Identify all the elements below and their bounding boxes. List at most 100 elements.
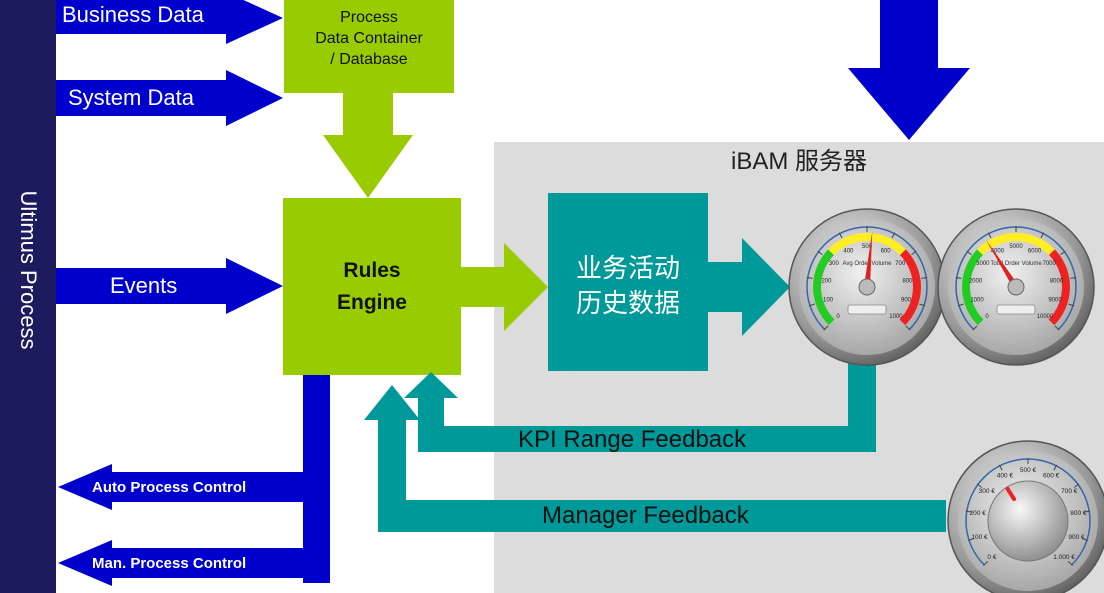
pdc-line-1: Process — [340, 9, 398, 26]
rules-engine-line-1: Rules — [343, 259, 401, 282]
manual-process-control-arrow — [58, 540, 330, 586]
history-to-gauge-arrow — [708, 238, 790, 336]
gauge-title: Total Order Volume — [990, 261, 1042, 267]
dial-tick — [1084, 510, 1091, 513]
dial-layer: 0 €100 €200 €300 €400 €500 €600 €700 €80… — [947, 440, 1104, 593]
dial-tick — [1067, 560, 1073, 566]
rules-engine-line-2: Engine — [336, 290, 407, 314]
gauge-tick — [911, 250, 917, 256]
events-arrow — [56, 258, 283, 314]
gauge-range-band — [828, 233, 906, 256]
auto-process-control-arrow — [58, 464, 330, 510]
auto-process-control-label: Auto Process Control — [92, 479, 247, 496]
gauge-hub — [858, 278, 876, 296]
gauge-tick — [919, 303, 926, 307]
gauge-tick — [1054, 325, 1060, 331]
ibam-server-title: iBAM 服务器 — [730, 148, 867, 175]
manual-process-control-label: Man. Process Control — [92, 555, 247, 572]
dial-knob[interactable] — [987, 480, 1069, 562]
gauge-tick-label: 700 — [895, 261, 906, 267]
gauge-hub — [1007, 278, 1025, 296]
dial-tick-label: 200 € — [969, 510, 986, 517]
gauge-tick — [957, 303, 964, 307]
system-data-label: System Data — [68, 85, 194, 110]
gauge-tick — [987, 232, 992, 239]
gauge-tick-label: 800 — [902, 279, 913, 285]
gauge-tick — [972, 325, 978, 331]
gauge-tick — [921, 276, 928, 279]
gauge-total-order-volume: 0100020003000400050006000700080009000100… — [937, 208, 1095, 366]
gauge-tick-label: 5000 — [1009, 244, 1023, 250]
gauge-tick — [808, 303, 815, 307]
events-label: Events — [110, 273, 178, 298]
dial-tick-label: 100 € — [971, 534, 988, 541]
gauge-needle — [985, 239, 1019, 289]
engine-to-history-arrow — [461, 243, 548, 331]
rules-engine-box — [283, 198, 461, 375]
dial-pointer — [1005, 486, 1017, 502]
gauge-tick-label: 1000 — [889, 314, 903, 320]
gauge-tick-label: 7000 — [1042, 261, 1056, 267]
gauge-tick — [806, 276, 813, 279]
process-data-container-box — [284, 0, 454, 93]
activity-history-line-1: 业务活动 — [575, 253, 680, 283]
container-to-engine-arrow — [323, 93, 413, 198]
business-data-arrow — [56, 0, 283, 44]
gauge-tick — [955, 276, 962, 279]
dial-tick — [1082, 538, 1089, 541]
dial-tick — [967, 538, 974, 541]
process-data-container-label: Process Data Container / Database — [284, 8, 454, 70]
gauge-tick-label: 10000 — [1037, 314, 1054, 320]
pdc-line-2: Data Container — [315, 29, 423, 47]
gauge-tick-label: 400 — [843, 248, 854, 254]
gauge-range-band — [977, 233, 1055, 256]
dial-tick-label: 1.000 € — [1053, 554, 1075, 561]
gauge-tick-label: 2000 — [969, 279, 983, 285]
gauge-tick — [966, 250, 972, 256]
gauge-tick-label: 0 — [985, 314, 989, 320]
gauge-tick-label: 3000 — [976, 261, 990, 267]
gauge-tick-label: 600 — [881, 248, 892, 254]
system-data-arrow — [56, 70, 283, 126]
gauge-tick — [891, 232, 896, 239]
gauge-tick — [1070, 276, 1077, 279]
dial-tick-label: 700 € — [1061, 488, 1078, 495]
gauge-range-band — [962, 249, 984, 326]
activity-history-box — [548, 193, 708, 371]
kpi-range-feedback-label: KPI Range Feedback — [518, 426, 747, 453]
gauge-odometer — [996, 304, 1036, 315]
gauge-odometer — [847, 304, 887, 315]
gauge-tick — [905, 325, 911, 331]
gauge-tick — [1060, 250, 1066, 256]
activity-history-line-2: 历史数据 — [575, 288, 680, 319]
manager-dial[interactable]: 0 €100 €200 €300 €400 €500 €600 €700 €80… — [947, 440, 1104, 593]
kpi-range-feedback-arrow — [404, 362, 876, 452]
dial-tick-label: 0 € — [987, 554, 996, 561]
dial-tick — [965, 510, 972, 513]
gauge-range-band — [1048, 249, 1070, 326]
manager-feedback-arrow — [364, 385, 946, 532]
gauge-tick-label: 9000 — [1048, 298, 1062, 304]
rules-engine-label: Rules Engine — [283, 255, 461, 318]
top-input-arrow — [848, 0, 970, 140]
dial-tick-label: 800 € — [1070, 510, 1087, 517]
gauge-tick — [823, 325, 829, 331]
gauge-range-band — [899, 249, 921, 326]
dial-tick-label: 500 € — [1020, 467, 1037, 474]
dial-tick — [1053, 464, 1058, 471]
gauge-tick-label: 300 — [829, 261, 840, 267]
gauge-tick-label: 500 — [862, 244, 873, 250]
business-data-label: Business Data — [62, 2, 204, 27]
gauge-tick-label: 6000 — [1028, 248, 1042, 254]
dial-tick-label: 900 € — [1068, 534, 1085, 541]
gauge-tick-label: 100 — [823, 298, 834, 304]
gauge-needle — [864, 231, 873, 288]
dial-tick — [1073, 483, 1080, 488]
gauge-tick-label: 200 — [821, 279, 832, 285]
gauge-range-band — [813, 249, 835, 326]
gauge-tick-label: 900 — [901, 298, 912, 304]
dial-tick — [983, 560, 989, 566]
gauge-tick — [1068, 303, 1075, 307]
